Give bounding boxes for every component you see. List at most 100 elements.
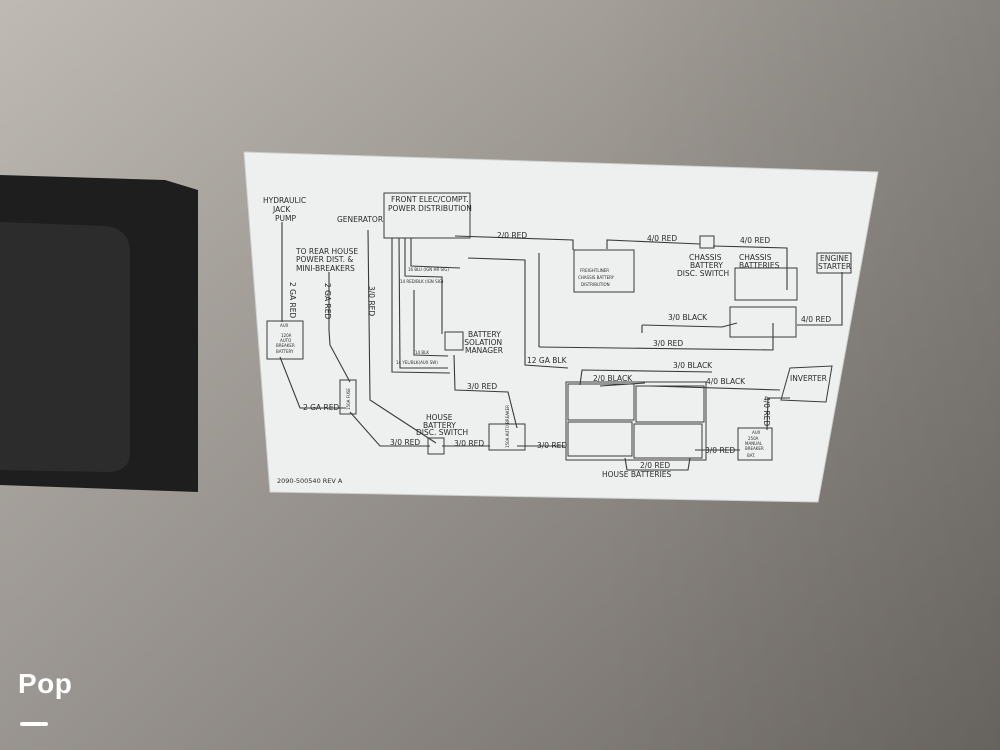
diagram-text: BATTERY — [276, 349, 294, 354]
house-disc-switch — [427, 437, 445, 455]
wires — [279, 222, 843, 471]
auto-breaker-2-box — [488, 423, 526, 451]
diagram-text: BATTERY — [690, 261, 723, 270]
diagram-text: 150A FUSE — [346, 388, 351, 410]
diagram-text: 150A AUTO BREAKER — [505, 405, 510, 448]
diagram-text: 2/0 RED — [640, 461, 670, 470]
diagram-line — [398, 237, 448, 369]
black-compartment-door — [0, 222, 130, 472]
diagram-text: 2 GA RED — [288, 282, 297, 318]
diagram-text: 3/0 RED — [390, 438, 420, 447]
diagram-text: PUMP — [275, 214, 296, 223]
label-rear-house: TO REAR HOUSE — [295, 247, 358, 256]
watermark-underline — [20, 722, 48, 726]
diagram-line — [766, 397, 790, 431]
diagram-text: 4/0 RED — [647, 234, 677, 243]
diagram-text: JACK — [272, 205, 291, 214]
labels: HYDRAULIC JACK PUMP GENERATOR TO REAR HO… — [263, 195, 851, 485]
diagram-text: MINI-BREAKERS — [296, 264, 355, 273]
diagram-line — [454, 235, 574, 250]
diagram-text: 3/0 RED — [705, 446, 735, 455]
watermark-logo: Pop — [18, 668, 73, 699]
diagram-text: 3/0 RED — [367, 286, 376, 316]
diagram-line — [453, 354, 518, 429]
diagram-text: 3/0 RED — [537, 441, 567, 450]
diagram-text: CHASSIS — [689, 253, 722, 262]
diagram-text: HOUSE — [426, 413, 453, 422]
diagram-line — [712, 245, 788, 290]
diagram-line — [538, 323, 774, 351]
diagram-text: MANAGER — [465, 346, 503, 355]
diagram-line — [404, 238, 443, 334]
diagram-text: 3/0 RED — [467, 382, 497, 391]
diagram-text: 14 BLK — [415, 350, 429, 355]
diagram-text: MANUAL — [745, 441, 763, 446]
diagram-text: FREIGHTLINER — [580, 268, 609, 273]
diagram-text: BAT. — [747, 453, 755, 458]
diagram-line — [349, 411, 430, 447]
front-elec-distribution-box — [383, 192, 471, 239]
diagram-text: DISC. SWITCH — [416, 428, 468, 437]
components — [266, 192, 852, 461]
diagram-text: ENGINE — [820, 254, 849, 263]
diagram-text: BATTERY — [423, 421, 456, 430]
diagram-text: HOUSE BATTERIES — [602, 470, 672, 479]
diagram-text: DISC. SWITCH — [677, 269, 729, 278]
isolation-manager-box — [444, 331, 464, 351]
wire-labels: 2/0 RED 4/0 RED 4/0 RED 3/0 BLACK 4/0 RE… — [288, 231, 831, 470]
diagram-text: 16 BLU (IGN HR SIG) — [408, 267, 449, 272]
diagram-text: 2 GA RED — [303, 403, 339, 412]
house-batteries-box — [565, 381, 707, 461]
diagram-text: 12 GA BLK — [527, 356, 568, 365]
label-generator: GENERATOR — [337, 215, 383, 224]
diagram-line — [328, 272, 351, 383]
chassis-battery-1 — [734, 267, 798, 301]
diagram-line — [797, 272, 843, 326]
diagram-text: POWER DIST. & — [296, 255, 353, 264]
diagram-text: 2/0 RED — [497, 231, 527, 240]
diagram-text: POWER DISTRIBUTION — [388, 204, 472, 213]
diagram-text: 4/0 RED — [801, 315, 831, 324]
diagram-text: AUX — [752, 430, 761, 435]
diagram-line — [410, 238, 461, 269]
diagram-line — [567, 383, 705, 459]
label-hydraulic: HYDRAULIC — [263, 196, 306, 205]
diagram-text: 2/0 BLACK — [593, 374, 633, 383]
diagram-text: AUTO — [280, 338, 291, 343]
diagram-text: BREAKER — [745, 446, 764, 451]
diagram-text: 120A — [281, 333, 292, 338]
diagram-text: 14 RED/BLK (IGN SIG) — [400, 279, 444, 284]
diagram-line — [624, 457, 691, 471]
diagram-text: 3/0 RED — [454, 439, 484, 448]
fuse-box — [339, 379, 357, 415]
diagram-text: 250A — [748, 436, 759, 441]
chassis-disc-switch — [699, 235, 715, 249]
diagram-line — [391, 238, 451, 374]
diagram-text: ISOLATION — [462, 338, 502, 347]
diagram-text: CHASSIS — [739, 253, 772, 262]
diagram-line — [467, 257, 569, 369]
diagram-text: 3/0 BLACK — [673, 361, 713, 370]
diagram-text: 3/0 BLACK — [668, 313, 708, 322]
diagram-line — [367, 229, 437, 444]
auto-breaker-box — [266, 320, 304, 360]
engine-starter-box — [816, 252, 852, 274]
diagram-text: AUX — [280, 323, 289, 328]
diagram-text: 4/0 RED — [740, 236, 770, 245]
diagram-text: DISTRIBUTION — [581, 282, 610, 287]
diagram-text: 3/0 RED — [653, 339, 683, 348]
diagram-text: 2 GA RED — [323, 283, 332, 319]
part-number: 2090-500540 REV A — [277, 477, 343, 485]
chassis-battery-2 — [729, 306, 797, 338]
inverter-box — [780, 365, 833, 403]
diagram-text: BATTERY — [468, 330, 501, 339]
diagram-line — [606, 239, 701, 249]
freightliner-distribution-box — [573, 249, 635, 293]
diagram-text: 14 YEL/BLK(AUX SW) — [396, 360, 438, 365]
diagram-line — [579, 369, 713, 386]
diagram-text: BREAKER — [276, 343, 295, 348]
diagram-line — [641, 322, 738, 328]
diagram-text: 4/0 BLACK — [706, 377, 746, 386]
diagram-line — [279, 356, 346, 409]
